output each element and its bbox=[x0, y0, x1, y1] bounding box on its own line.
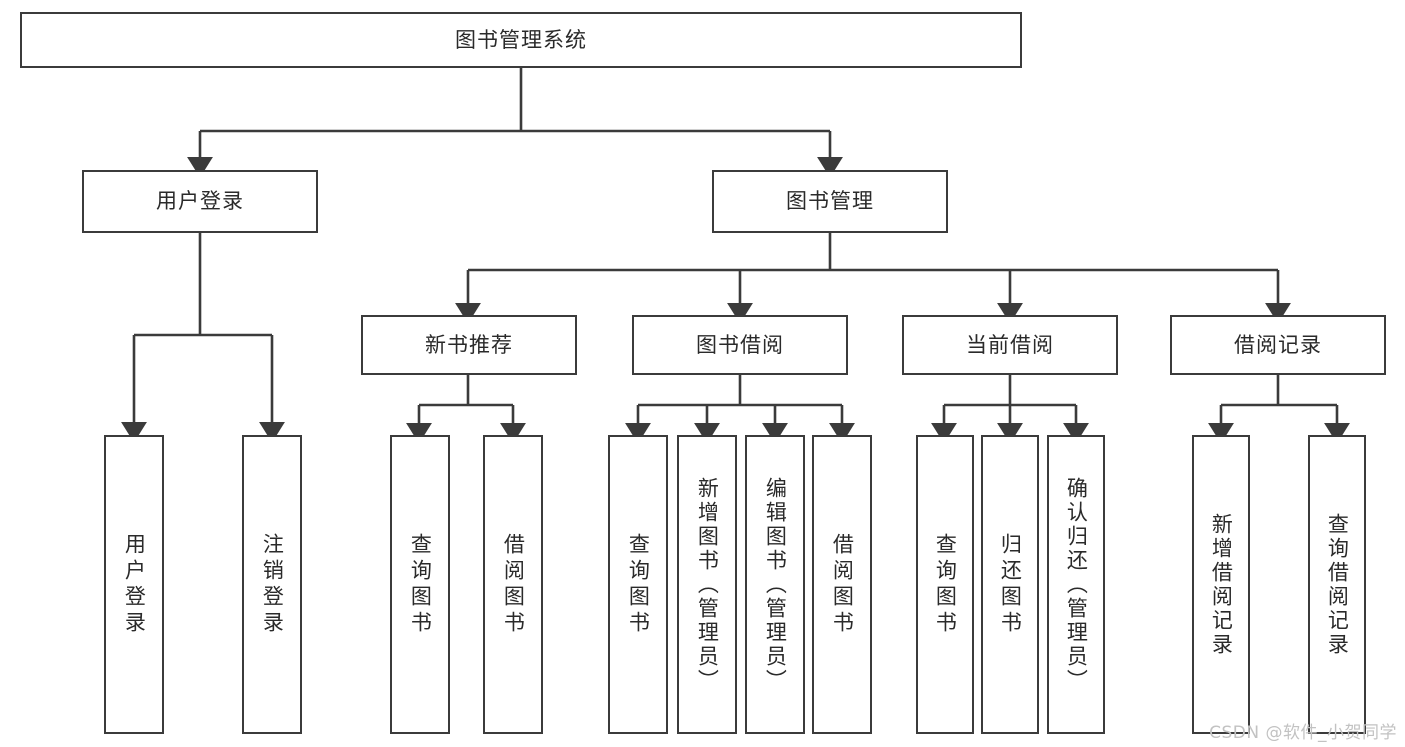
leaf-query-record[interactable]: 查询借阅记录 bbox=[1308, 435, 1366, 734]
node-new-book-recommend-label: 新书推荐 bbox=[425, 332, 513, 357]
leaf-add-book[interactable]: 新增图书（管理员） bbox=[677, 435, 737, 734]
leaf-logout-label: 注销登录 bbox=[260, 532, 285, 637]
leaf-query-book-1[interactable]: 查询图书 bbox=[390, 435, 450, 734]
node-current-borrow[interactable]: 当前借阅 bbox=[902, 315, 1118, 375]
leaf-borrow-book-2[interactable]: 借阅图书 bbox=[812, 435, 872, 734]
leaf-query-record-label: 查询借阅记录 bbox=[1325, 512, 1350, 657]
leaf-user-login-label: 用户登录 bbox=[122, 532, 147, 637]
leaf-add-record[interactable]: 新增借阅记录 bbox=[1192, 435, 1250, 734]
leaf-query-book-2[interactable]: 查询图书 bbox=[608, 435, 668, 734]
node-root-label: 图书管理系统 bbox=[455, 27, 587, 52]
leaf-return-book-label: 归还图书 bbox=[998, 532, 1023, 637]
leaf-borrow-book-1[interactable]: 借阅图书 bbox=[483, 435, 543, 734]
node-root[interactable]: 图书管理系统 bbox=[20, 12, 1022, 68]
leaf-confirm-return[interactable]: 确认归还（管理员） bbox=[1047, 435, 1105, 734]
node-book-manage[interactable]: 图书管理 bbox=[712, 170, 948, 233]
leaf-borrow-book-2-label: 借阅图书 bbox=[830, 532, 855, 637]
leaf-add-record-label: 新增借阅记录 bbox=[1209, 512, 1234, 657]
node-user-login-label: 用户登录 bbox=[156, 189, 244, 214]
node-book-borrow[interactable]: 图书借阅 bbox=[632, 315, 848, 375]
node-borrow-record-label: 借阅记录 bbox=[1234, 332, 1322, 357]
node-user-login[interactable]: 用户登录 bbox=[82, 170, 318, 233]
leaf-query-book-3-label: 查询图书 bbox=[933, 532, 958, 637]
leaf-return-book[interactable]: 归还图书 bbox=[981, 435, 1039, 734]
leaf-edit-book[interactable]: 编辑图书（管理员） bbox=[745, 435, 805, 734]
node-book-borrow-label: 图书借阅 bbox=[696, 332, 784, 357]
leaf-edit-book-label: 编辑图书（管理员） bbox=[763, 476, 788, 693]
leaf-query-book-1-label: 查询图书 bbox=[408, 532, 433, 637]
node-book-manage-label: 图书管理 bbox=[786, 189, 874, 214]
node-current-borrow-label: 当前借阅 bbox=[966, 332, 1054, 357]
node-borrow-record[interactable]: 借阅记录 bbox=[1170, 315, 1386, 375]
leaf-query-book-3[interactable]: 查询图书 bbox=[916, 435, 974, 734]
leaf-query-book-2-label: 查询图书 bbox=[626, 532, 651, 637]
watermark: CSDN @软件_小贺同学 bbox=[1209, 723, 1397, 743]
node-new-book-recommend[interactable]: 新书推荐 bbox=[361, 315, 577, 375]
leaf-user-login[interactable]: 用户登录 bbox=[104, 435, 164, 734]
leaf-confirm-return-label: 确认归还（管理员） bbox=[1064, 476, 1089, 693]
leaf-logout[interactable]: 注销登录 bbox=[242, 435, 302, 734]
leaf-add-book-label: 新增图书（管理员） bbox=[695, 476, 720, 693]
leaf-borrow-book-1-label: 借阅图书 bbox=[501, 532, 526, 637]
